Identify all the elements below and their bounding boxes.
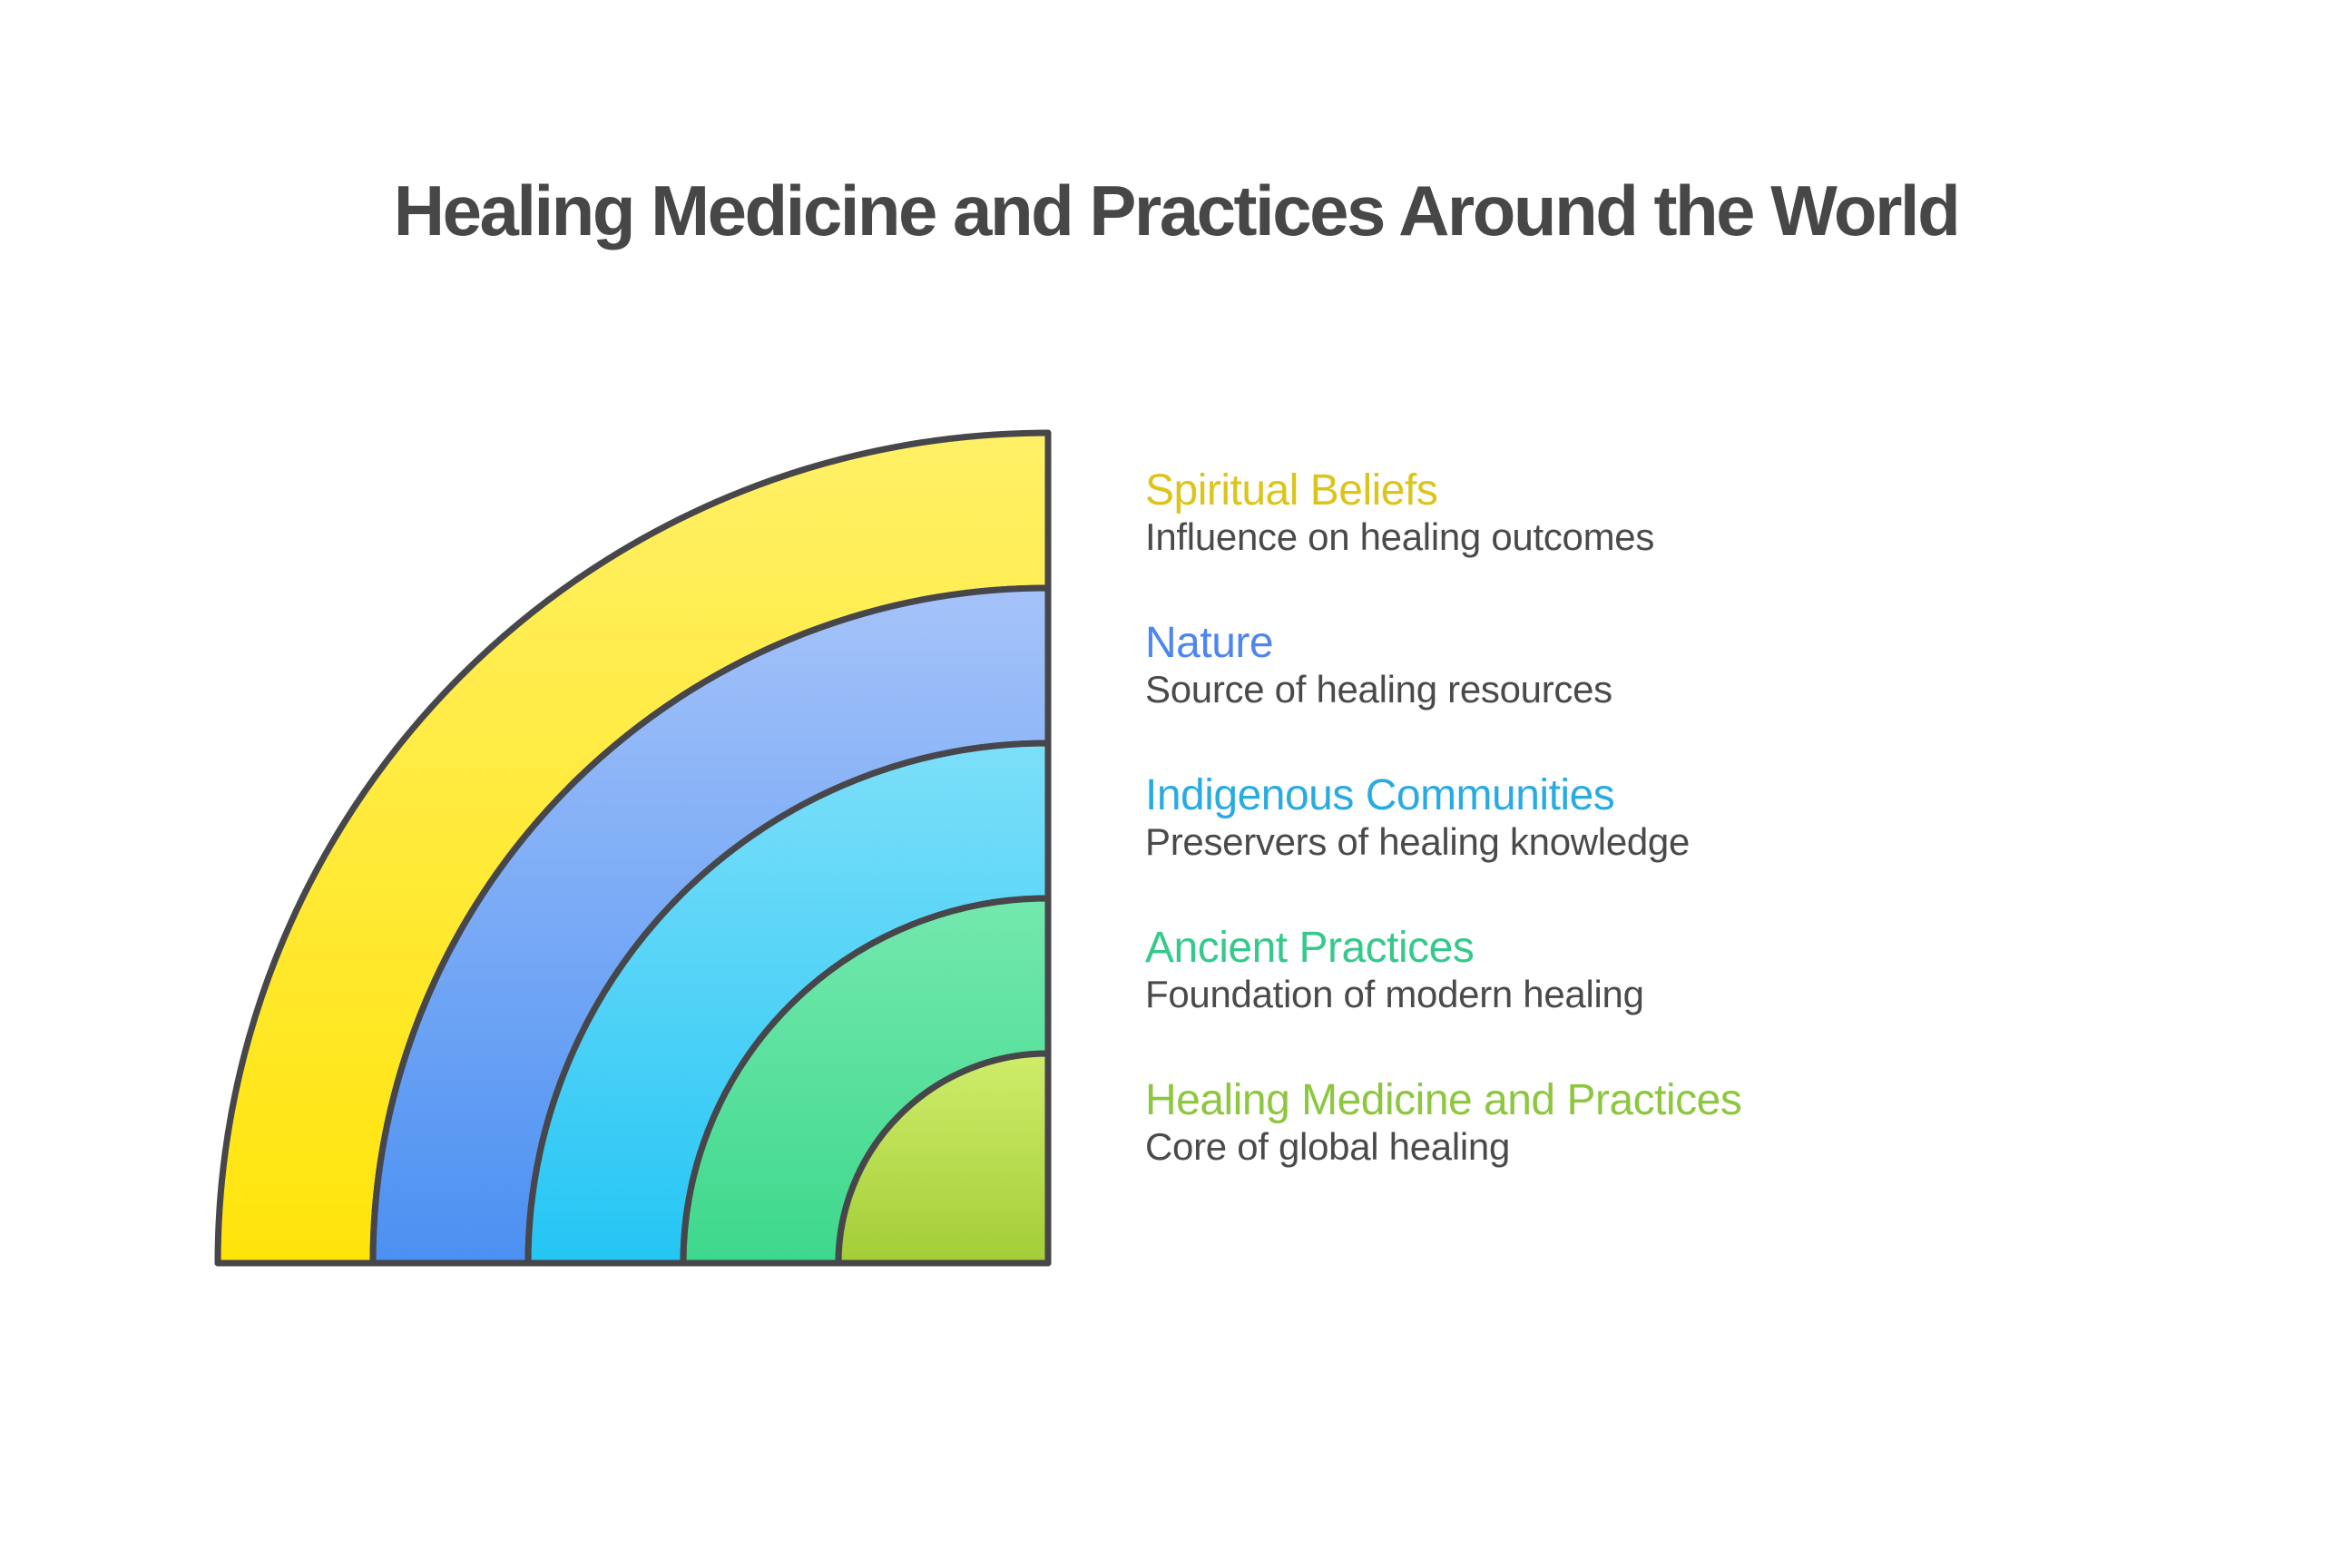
legend-description: Core of global healing bbox=[1145, 1125, 1511, 1168]
legend-label: Healing Medicine and Practices bbox=[1145, 1076, 1742, 1124]
legend-label: Nature bbox=[1145, 619, 1274, 667]
legend-description: Preservers of healing knowledge bbox=[1145, 820, 1690, 863]
legend-description: Source of healing resources bbox=[1145, 668, 1612, 710]
legend-label: Indigenous Communities bbox=[1145, 771, 1615, 819]
legend-label: Ancient Practices bbox=[1145, 924, 1475, 972]
page-title: Healing Medicine and Practices Around th… bbox=[393, 171, 1961, 250]
legend-label: Spiritual Beliefs bbox=[1145, 466, 1438, 514]
layer-band-healing-medicine-and-practices bbox=[835, 1050, 1052, 1267]
legend-description: Foundation of modern healing bbox=[1145, 973, 1644, 1015]
legend-description: Influence on healing outcomes bbox=[1145, 515, 1655, 558]
